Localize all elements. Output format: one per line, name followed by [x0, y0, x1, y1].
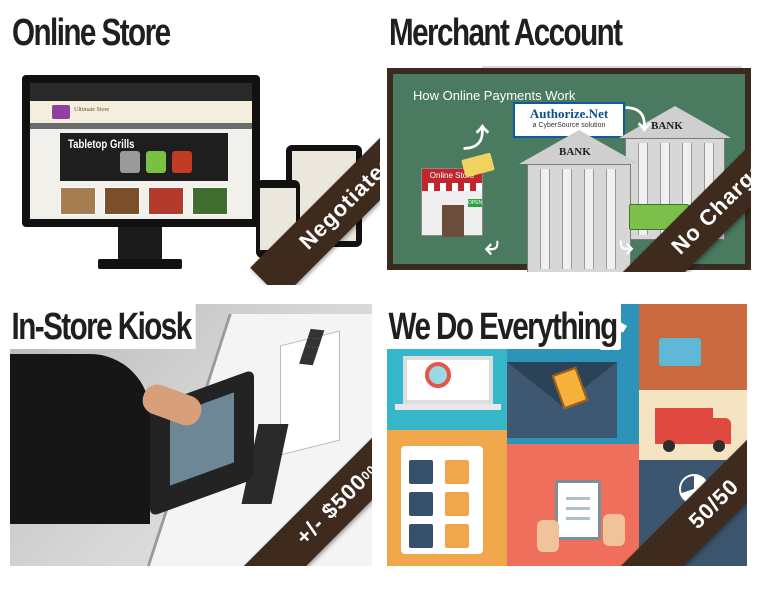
- bank-roof: [519, 130, 639, 164]
- credit-card-icon: [461, 152, 495, 178]
- product-thumbnail: [148, 187, 184, 215]
- hand-icon: [603, 514, 625, 546]
- customer-arm: [10, 354, 150, 524]
- monitor-base: [98, 259, 182, 269]
- clipboard-icon: [555, 480, 601, 540]
- product-thumbnail: [60, 187, 96, 215]
- flow-arrow-icon: ⤵: [625, 105, 652, 135]
- delivery-truck-icon: [655, 408, 713, 444]
- flow-arrow-icon: ⤴: [463, 123, 490, 153]
- store-logo-icon: [52, 105, 70, 119]
- product-grid: [60, 187, 228, 215]
- desktop-monitor: Ultimate Store Tabletop Grills: [22, 75, 260, 227]
- laptop-base: [395, 404, 501, 410]
- merchant-account-panel: Merchant Account How Online Payments Wor…: [387, 10, 751, 272]
- online-store-title: Online Store: [12, 12, 171, 54]
- monitor-stand: [118, 227, 162, 259]
- kiosk-title: In-Store Kiosk: [10, 304, 196, 349]
- wheel-icon: [663, 440, 675, 452]
- store-name: Ultimate Store: [74, 107, 110, 113]
- grill-icon: [120, 151, 140, 173]
- site-nav: [30, 123, 252, 129]
- banner-title: Tabletop Grills: [68, 137, 135, 151]
- site-logo-bar: Ultimate Store: [30, 101, 252, 123]
- bank-label: BANK: [559, 146, 591, 158]
- credit-card-icon: [659, 338, 701, 366]
- site-banner: Tabletop Grills: [60, 133, 228, 181]
- product-thumbnail: [104, 187, 140, 215]
- flow-arrow-icon: ⤶: [485, 230, 500, 260]
- truck-cab: [713, 418, 731, 444]
- grill-icon: [172, 151, 192, 173]
- gateway-subtitle: a CyberSource solution: [532, 122, 606, 129]
- bank-building-icon: [527, 164, 631, 272]
- open-sign: OPEN: [468, 199, 483, 207]
- online-store-panel: Online Store Ultimate Store Tabletop Gri…: [10, 10, 380, 285]
- bank-label: BANK: [651, 120, 683, 132]
- store-awning: [422, 183, 482, 191]
- flow-arrow-icon: ⤷: [619, 230, 634, 260]
- app-window-icon: [401, 446, 483, 554]
- kiosk-sign: ████: [280, 329, 340, 456]
- board-heading: How Online Payments Work: [413, 88, 576, 103]
- online-store-icon: Online Store OPEN: [421, 168, 483, 237]
- wheel-icon: [713, 440, 725, 452]
- we-do-everything-title: We Do Everything: [387, 304, 622, 349]
- gateway-name: Authorize.Net: [529, 106, 609, 121]
- product-thumbnail: [192, 187, 228, 215]
- store-door: [442, 205, 464, 237]
- we-do-everything-panel: We Do Everything 50/50: [387, 304, 747, 566]
- payments-chalkboard: How Online Payments Work Authorize.Net a…: [387, 68, 751, 272]
- hand-icon: [537, 520, 559, 552]
- search-icon: [425, 362, 451, 388]
- merchant-account-title: Merchant Account: [389, 12, 623, 54]
- site-top-bar: [30, 83, 252, 101]
- store-website-screenshot: Ultimate Store Tabletop Grills: [30, 83, 252, 219]
- grill-icon: [146, 151, 166, 173]
